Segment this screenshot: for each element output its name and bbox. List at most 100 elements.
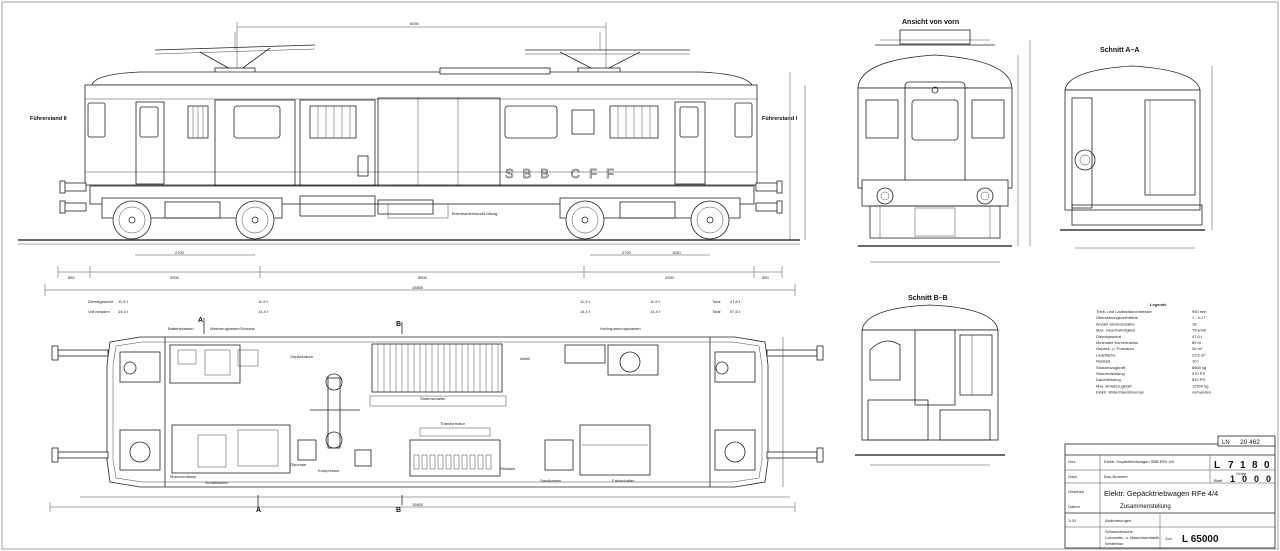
label-bremse: Bremswiderstand/Lüftung: [452, 211, 497, 216]
svg-text:B: B: [396, 507, 401, 514]
svg-text:Gesehen: Gesehen: [1068, 489, 1084, 494]
svg-text:B: B: [396, 321, 401, 328]
legend-row-label: Dauerleistung: [1096, 377, 1121, 382]
legend-row-label: Gepäck- u. Postraum: [1096, 346, 1134, 351]
legend-row-value: 6800 kg: [1192, 365, 1206, 370]
dim-bottom-overall: 15800: [412, 502, 424, 507]
svg-text:Elektr. Gepäcktriebwagen SBB R: Elektr. Gepäcktriebwagen SBB RFe 4/4: [1104, 459, 1175, 464]
plan-resistor-bank: [409, 439, 501, 477]
svg-text:2700: 2700: [175, 250, 185, 255]
svg-text:Gepäckraum: Gepäckraum: [290, 354, 314, 359]
svg-text:A: A: [198, 317, 203, 324]
svg-text:LN: LN: [1222, 440, 1230, 446]
svg-text:1: 1: [1230, 474, 1235, 484]
svg-text:A: A: [256, 507, 261, 514]
legend-row-label: Nutzlast: [1096, 359, 1111, 364]
section-aa-title: Schnitt A–A: [1100, 47, 1139, 54]
plan-outline: [106, 336, 769, 488]
cab-label-right: Führerstand I: [762, 116, 798, 122]
svg-text:Sitzbank: Sitzbank: [500, 466, 515, 471]
section-bb: Schnitt B–B: [855, 295, 1005, 466]
svg-text:Abteil: Abteil: [520, 356, 530, 361]
legend-row-value: 10 t: [1192, 359, 1200, 364]
legend-row-label: Übersetzungsverhältnis: [1096, 315, 1138, 320]
svg-text:2700: 2700: [622, 250, 632, 255]
svg-text:0: 0: [1266, 474, 1271, 484]
front-view: Ansicht von vorn: [857, 19, 1031, 263]
cab-window-left: [87, 102, 106, 138]
svg-text:Werkzeugkasten: Werkzeugkasten: [210, 326, 240, 331]
cab-label-left: Führerstand II: [30, 116, 67, 122]
svg-text:1: 1: [1240, 460, 1246, 471]
svg-text:Datum: Datum: [1068, 504, 1080, 509]
legend-row-value: 18: [1192, 321, 1197, 326]
legend-row-value: 47,6 t: [1192, 334, 1203, 339]
svg-text:2900: 2900: [170, 275, 180, 280]
sbb-cff-lettering: SBB CFF: [505, 166, 623, 181]
svg-text:Ölpumpe: Ölpumpe: [290, 462, 307, 467]
svg-text:Total: Total: [712, 309, 721, 314]
svg-text:Kompressor: Kompressor: [318, 468, 340, 473]
svg-text:Gez.: Gez.: [1068, 459, 1076, 464]
drawing-subtitle: Zusammenstellung: [1120, 504, 1171, 510]
svg-text:Schaltkasten: Schaltkasten: [205, 480, 228, 485]
svg-text:11,9 t: 11,9 t: [258, 299, 269, 304]
svg-text:Stufenschalter: Stufenschalter: [420, 396, 446, 401]
dim-top-overall: 8050: [410, 21, 420, 26]
svg-text:Gepr.: Gepr.: [1068, 474, 1078, 479]
dim-overall-length: 15800: [412, 285, 424, 290]
section-aa: Schnitt A–A: [1060, 47, 1213, 249]
svg-text:8: 8: [1252, 460, 1258, 471]
legend-row-value: 810 PS: [1192, 377, 1205, 382]
legend: Legende Trieb- und Laufraddurchmesser 940…: [1096, 302, 1211, 395]
legend-row-label: Trieb- und Laufraddurchmesser: [1096, 309, 1153, 314]
svg-text:47,6 t: 47,6 t: [730, 299, 741, 304]
svg-text:Ordre: Ordre: [1236, 471, 1247, 476]
legend-row-label: Max. Anfahrzugkraft: [1096, 383, 1132, 388]
svg-text:11,9 t: 11,9 t: [580, 299, 591, 304]
svg-text:57,6 t: 57,6 t: [730, 309, 741, 314]
svg-text:Winterthur: Winterthur: [1105, 541, 1124, 546]
legend-row-value: 940 mm: [1192, 309, 1207, 314]
legend-row-label: Elektr. Widerstandsbremse: [1096, 390, 1145, 395]
svg-text:Voll beladen: Voll beladen: [88, 309, 110, 314]
svg-text:Hochspannungskasten: Hochspannungskasten: [600, 326, 641, 331]
legend-row-label: Minimaler Kurvenradius: [1096, 340, 1138, 345]
legend-row-value: 75 km/h: [1192, 328, 1206, 333]
legend-title: Legende: [1150, 302, 1167, 307]
svg-text:Batteriekasten: Batteriekasten: [168, 326, 194, 331]
legend-row-label: Stundenleistung: [1096, 371, 1125, 376]
svg-text:L: L: [1214, 460, 1220, 471]
roof: [91, 71, 753, 86]
svg-text:Dienstgewicht: Dienstgewicht: [88, 299, 114, 304]
svg-text:2900: 2900: [665, 275, 675, 280]
section-bb-body: [861, 329, 999, 441]
svg-text:14,4 t: 14,4 t: [118, 309, 129, 314]
svg-text:7: 7: [1228, 460, 1234, 471]
cab-door-left: [135, 101, 165, 185]
svg-text:0: 0: [1264, 460, 1270, 471]
title-block: LN 20 462 Elektr. Gepäcktriebwagen SBB R…: [1064, 435, 1276, 549]
weights-table: Dienstgewicht Voll beladen 11,9 t 14,4 t…: [88, 299, 741, 314]
legend-row-value: 12500 kg: [1192, 383, 1208, 388]
svg-text:14,4 t: 14,4 t: [258, 309, 269, 314]
legend-row-value: 23,5 m²: [1192, 352, 1206, 357]
section-bb-title: Schnitt B–B: [908, 295, 948, 302]
drawing-title: Elektr. Gepäcktriebwagen RFe 4/4: [1104, 489, 1218, 498]
svg-text:Transformator: Transformator: [440, 421, 466, 426]
svg-text:Fahrschalter: Fahrschalter: [612, 478, 635, 483]
legend-row-value: 26 m²: [1192, 346, 1203, 351]
svg-text:Schrank: Schrank: [240, 326, 255, 331]
svg-text:5600: 5600: [418, 275, 428, 280]
svg-text:1150: 1150: [672, 250, 681, 255]
svg-text:Lokomotiv- u. Maschinenfabrik: Lokomotiv- u. Maschinenfabrik: [1105, 535, 1159, 540]
svg-text:Bau-Nummer: Bau-Nummer: [1104, 474, 1128, 479]
svg-text:0: 0: [1254, 474, 1259, 484]
svg-text:14,4 t: 14,4 t: [580, 309, 591, 314]
legend-row-label: Stundenzugkraft: [1096, 365, 1126, 370]
cab-window-right: [734, 102, 753, 138]
car-body: [84, 84, 758, 186]
legend-row-label: Max. Geschwindigkeit: [1096, 328, 1136, 333]
